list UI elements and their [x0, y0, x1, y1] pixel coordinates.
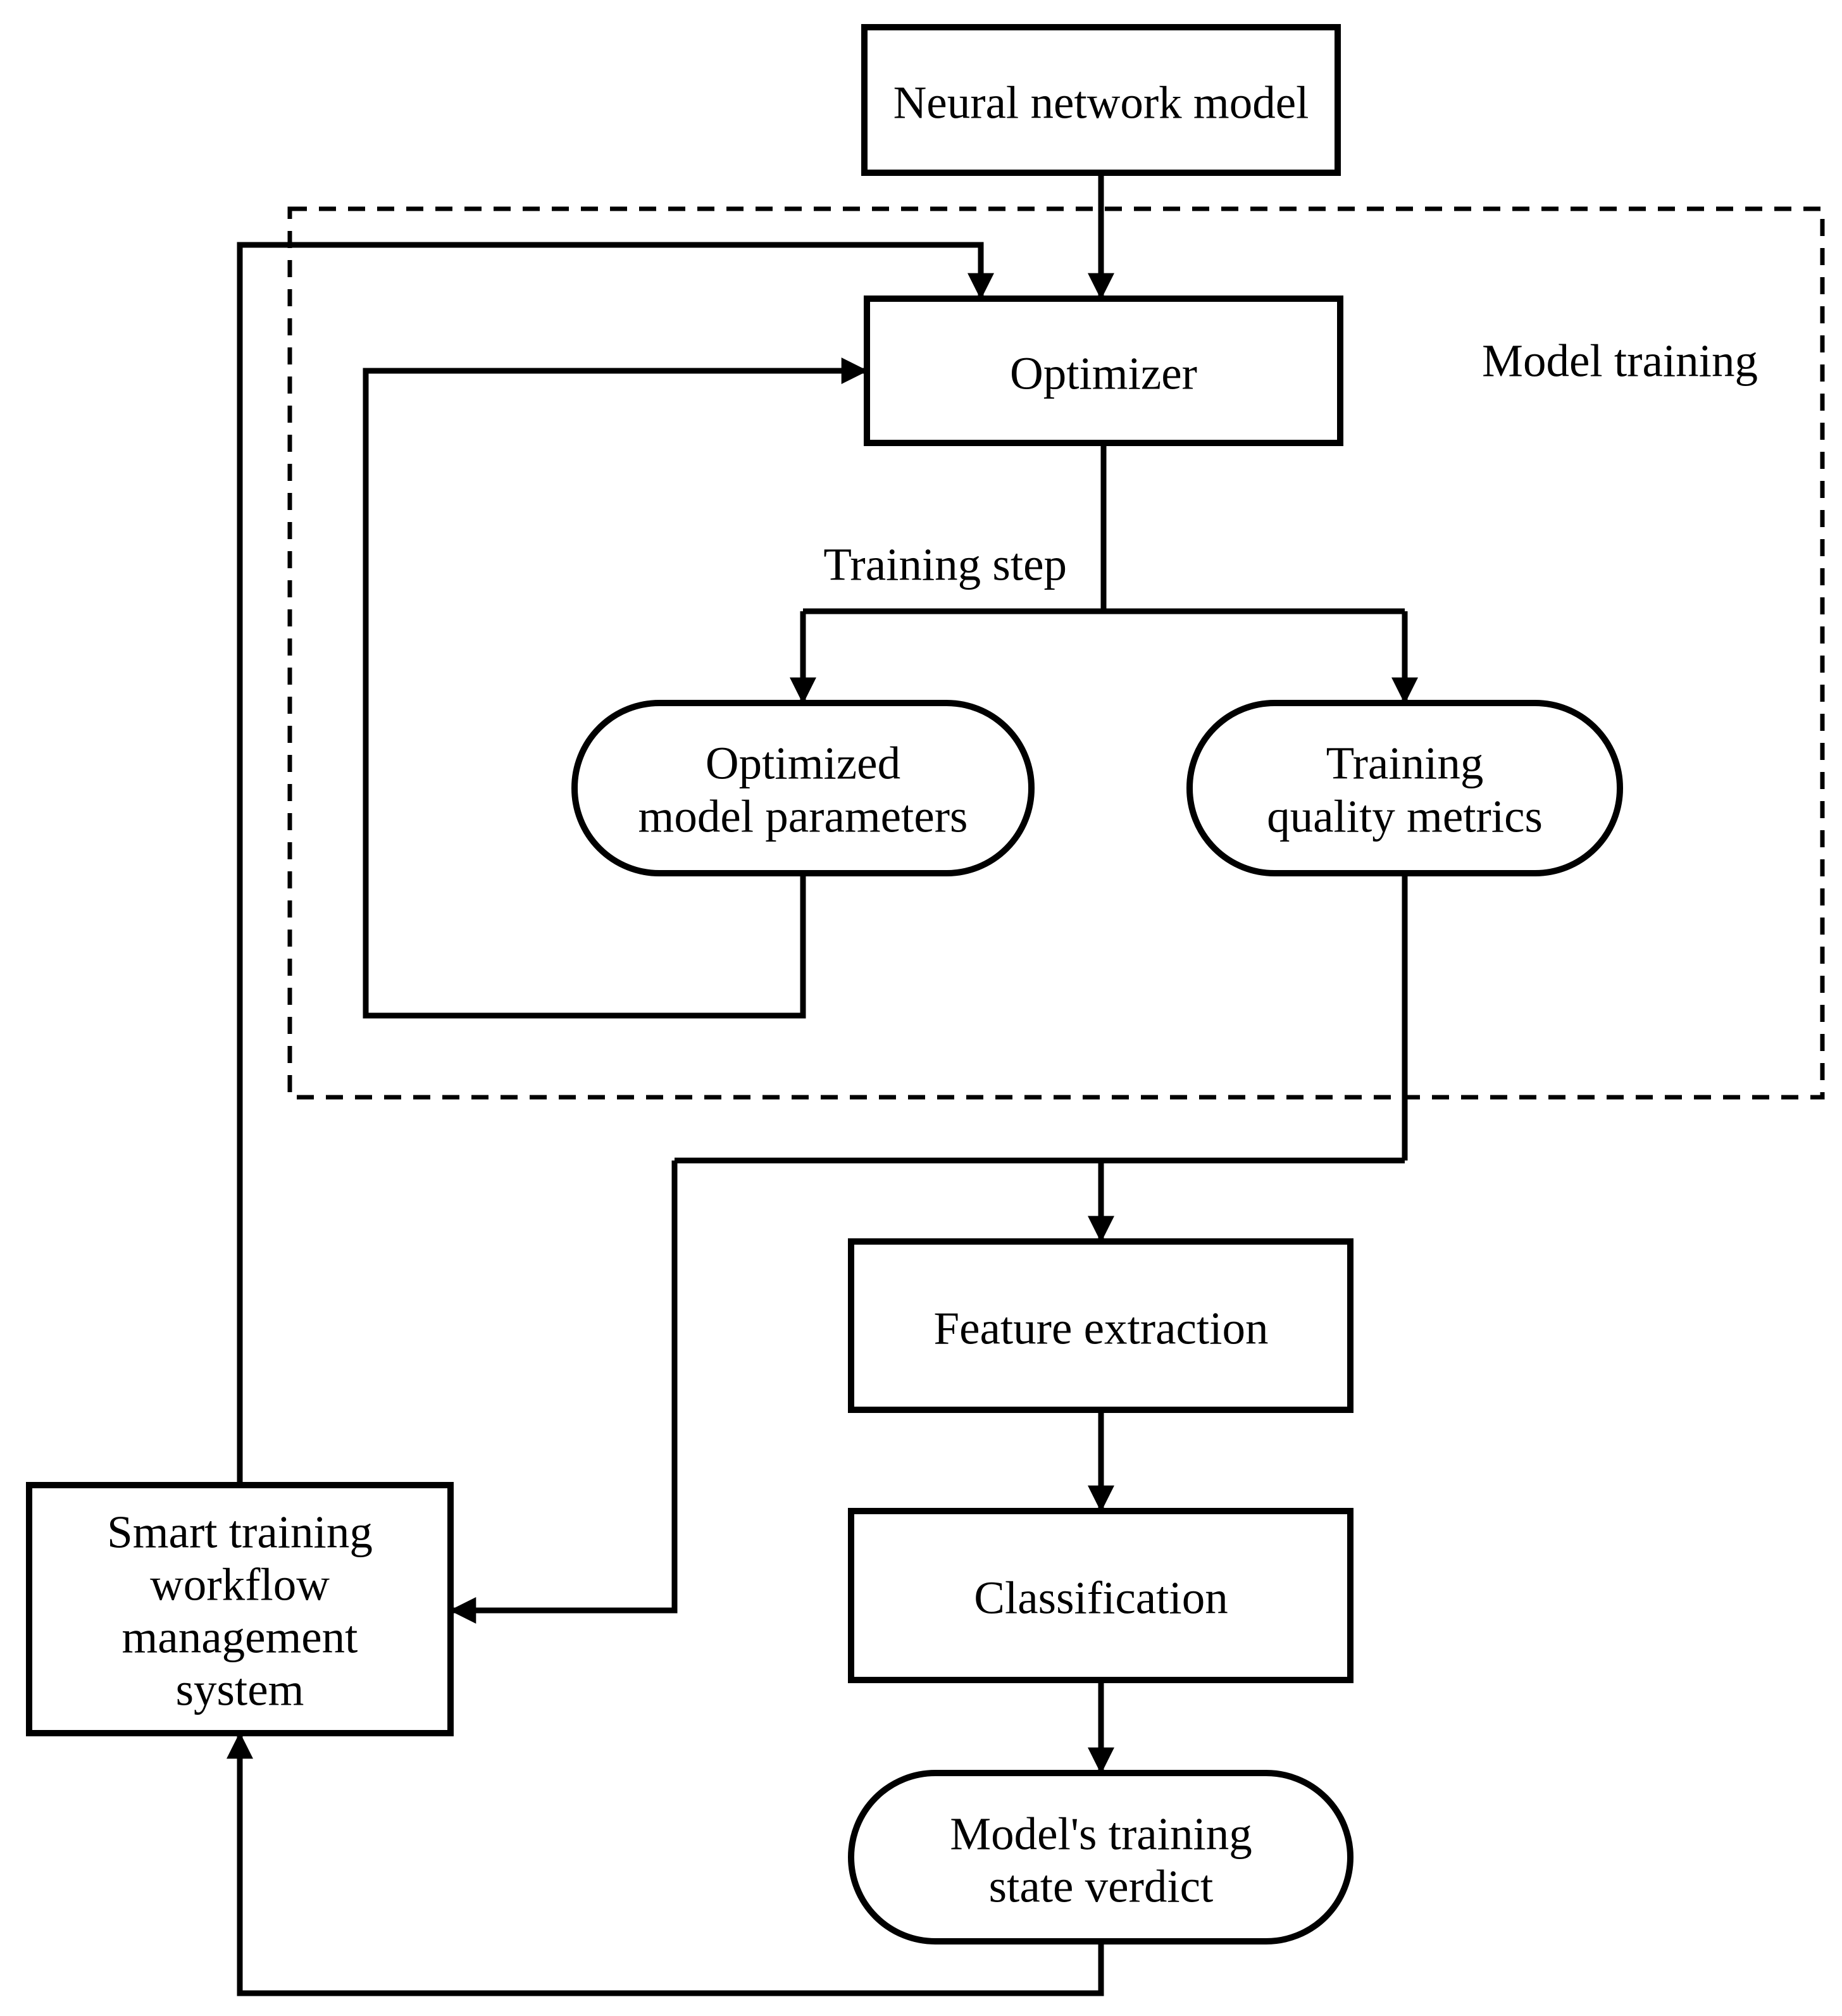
smart-system-box: [26, 1482, 454, 1736]
model-training-group-border: [287, 206, 1825, 1100]
node-model-training-state-verdict: Model's training state verdict: [848, 1770, 1353, 1944]
classification-label: Classification: [974, 1572, 1228, 1624]
optimized-model-parameters-label-line1: Optimized: [706, 738, 900, 789]
smart-system-label-line4: system: [176, 1664, 304, 1715]
training-quality-metrics-shape: [1186, 700, 1623, 876]
training-quality-metrics-label-line1: Training: [1326, 738, 1484, 789]
edge-params-loop-to-optimizer: [363, 358, 868, 1019]
node-neural-network-model: Neural network model: [861, 24, 1341, 176]
training-quality-metrics-label-line2: quality metrics: [1267, 791, 1543, 842]
feature-extraction-label: Feature extraction: [933, 1303, 1268, 1354]
smart-system-label-line1: Smart training: [107, 1507, 373, 1558]
edge-smart-system-to-optimizer-feedback: [237, 242, 994, 1485]
optimized-model-parameters-label-line2: model parameters: [638, 791, 968, 842]
smart-system-label-line2: workflow: [150, 1559, 330, 1610]
classification-box: [848, 1508, 1353, 1683]
model-training-group-label: Model training: [1482, 335, 1758, 387]
node-smart-training-workflow-management-system: Smart training workflow management syste…: [26, 1482, 454, 1736]
optimizer-label: Optimizer: [1010, 348, 1197, 399]
optimized-model-parameters-shape: [571, 700, 1035, 876]
neural-network-model-label: Neural network model: [893, 77, 1309, 128]
optimizer-box: [864, 296, 1343, 446]
edge-verdict-to-smart-system-feedback: [227, 1732, 1104, 1996]
node-feature-extraction: Feature extraction: [848, 1238, 1353, 1413]
node-optimizer: Optimizer: [864, 296, 1343, 446]
node-training-quality-metrics: Training quality metrics: [1186, 700, 1623, 876]
model-training-state-verdict-shape: [848, 1770, 1353, 1944]
node-optimized-model-parameters: Optimized model parameters: [571, 700, 1035, 876]
edge-collector-to-smart-system: [449, 1160, 678, 1624]
feature-extraction-box: [848, 1238, 1353, 1413]
neural-network-model-box: [861, 24, 1341, 176]
smart-system-label-line3: management: [122, 1612, 358, 1663]
node-classification: Classification: [848, 1508, 1353, 1683]
model-training-state-verdict-label-line1: Model's training: [950, 1808, 1252, 1860]
model-training-state-verdict-label-line2: state verdict: [989, 1861, 1214, 1912]
training-step-label: Training step: [823, 539, 1067, 590]
